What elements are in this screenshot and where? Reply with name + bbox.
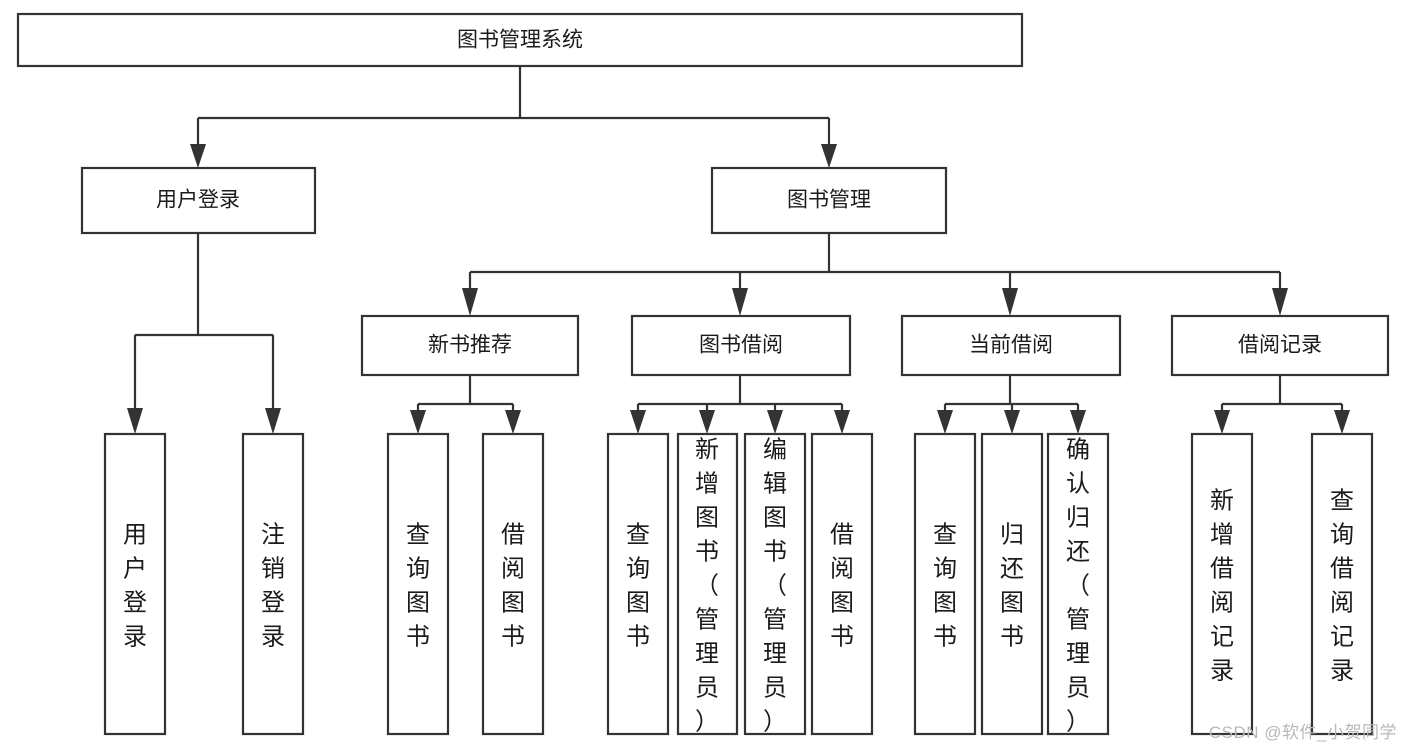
node-leaf-logout-login-box[interactable] (241, 432, 305, 736)
node-leaf-user-login-box[interactable] (103, 432, 167, 736)
arrow-head-leaf-return-book (1004, 410, 1020, 434)
node-user-login[interactable]: 用户登录 (80, 166, 317, 235)
node-book-management-box[interactable] (710, 166, 948, 235)
node-current-borrow-box[interactable] (900, 314, 1122, 377)
node-book-borrow-label: 图书借阅 (699, 334, 783, 357)
node-new-book-recommend-label: 新书推荐 (428, 334, 512, 357)
node-leaf-edit-book-admin[interactable]: 编辑图书（管理员） (743, 432, 807, 736)
node-leaf-return-book[interactable]: 归还图书 (980, 432, 1044, 736)
arrow-head-book-borrow (732, 288, 748, 316)
arrow-head-new-book-recommend (462, 288, 478, 316)
node-leaf-add-book-admin[interactable]: 新增图书（管理员） (676, 432, 739, 736)
node-leaf-query-book-borrow-label: 查询图书 (626, 522, 650, 651)
node-borrow-record[interactable]: 借阅记录 (1170, 314, 1390, 377)
node-leaf-query-book-recommend-label: 查询图书 (406, 522, 430, 651)
node-leaf-borrow-book-recommend-label: 借阅图书 (501, 522, 525, 651)
node-leaf-add-borrow-record-label: 新增借阅记录 (1210, 488, 1234, 685)
node-root-label: 图书管理系统 (457, 29, 583, 52)
node-book-management-label: 图书管理 (787, 189, 871, 212)
arrow-head-leaf-query-book-recommend (410, 410, 426, 434)
arrow-head-leaf-borrow-book-recommend (505, 410, 521, 434)
node-leaf-confirm-return-admin-box[interactable] (1046, 432, 1110, 736)
node-book-borrow[interactable]: 图书借阅 (630, 314, 852, 377)
arrow-head-leaf-borrow-book (834, 410, 850, 434)
node-leaf-query-book-recommend[interactable]: 查询图书 (386, 432, 450, 736)
node-leaf-user-login[interactable]: 用户登录 (103, 432, 167, 736)
node-current-borrow[interactable]: 当前借阅 (900, 314, 1122, 377)
node-new-book-recommend[interactable]: 新书推荐 (360, 314, 580, 377)
arrow-head-leaf-confirm-return-admin (1070, 410, 1086, 434)
connector-layer (127, 66, 1350, 434)
node-leaf-query-book-recommend-box[interactable] (386, 432, 450, 736)
arrow-head-leaf-query-book-current (937, 410, 953, 434)
node-leaf-edit-book-admin-label: 编辑图书（管理员） (763, 437, 787, 736)
arrow-head-leaf-user-login (127, 408, 143, 434)
node-leaf-add-book-admin-label: 新增图书（管理员） (695, 437, 719, 736)
node-leaf-query-book-current[interactable]: 查询图书 (913, 432, 977, 736)
arrow-head-leaf-logout-login (265, 408, 281, 434)
arrow-head-leaf-edit-book-admin (767, 410, 783, 434)
node-leaf-return-book-box[interactable] (980, 432, 1044, 736)
node-leaf-borrow-book[interactable]: 借阅图书 (810, 432, 874, 736)
arrow-head-leaf-query-borrow-record (1334, 410, 1350, 434)
node-leaf-query-borrow-record-box[interactable] (1310, 432, 1374, 736)
node-leaf-add-borrow-record-box[interactable] (1190, 432, 1254, 736)
arrow-head-user-login (190, 144, 206, 168)
node-user-login-box[interactable] (80, 166, 317, 235)
node-leaf-borrow-book-box[interactable] (810, 432, 874, 736)
node-leaf-confirm-return-admin-label: 确认归还（管理员） (1066, 437, 1090, 736)
node-leaf-confirm-return-admin[interactable]: 确认归还（管理员） (1046, 432, 1110, 736)
node-root-box[interactable] (16, 12, 1024, 68)
csdn-watermark: CSDN @软件_小贺同学 (1208, 723, 1397, 742)
arrow-head-leaf-query-book-borrow (630, 410, 646, 434)
node-borrow-record-box[interactable] (1170, 314, 1390, 377)
node-leaf-add-book-admin-box[interactable] (676, 432, 739, 736)
node-new-book-recommend-box[interactable] (360, 314, 580, 377)
node-leaf-query-book-current-label: 查询图书 (933, 522, 957, 651)
node-leaf-query-book-borrow[interactable]: 查询图书 (606, 432, 670, 736)
node-leaf-edit-book-admin-box[interactable] (743, 432, 807, 736)
arrow-head-leaf-add-book-admin (699, 410, 715, 434)
node-book-management[interactable]: 图书管理 (710, 166, 948, 235)
arrow-head-book-management (821, 144, 837, 168)
node-leaf-query-book-borrow-box[interactable] (606, 432, 670, 736)
node-borrow-record-label: 借阅记录 (1238, 334, 1322, 357)
node-current-borrow-label: 当前借阅 (969, 334, 1053, 357)
node-leaf-query-borrow-record-label: 查询借阅记录 (1330, 488, 1354, 685)
node-user-login-label: 用户登录 (156, 189, 240, 212)
node-book-borrow-box[interactable] (630, 314, 852, 377)
arrow-head-borrow-record (1272, 288, 1288, 316)
node-leaf-borrow-book-recommend[interactable]: 借阅图书 (481, 432, 545, 736)
node-leaf-logout-login[interactable]: 注销登录 (241, 432, 305, 736)
node-leaf-query-borrow-record[interactable]: 查询借阅记录 (1310, 432, 1374, 736)
node-leaf-query-book-current-box[interactable] (913, 432, 977, 736)
node-leaf-borrow-book-label: 借阅图书 (830, 522, 854, 651)
node-leaf-return-book-label: 归还图书 (1000, 522, 1024, 651)
node-root[interactable]: 图书管理系统 (16, 12, 1024, 68)
node-leaf-logout-login-label: 注销登录 (261, 522, 285, 651)
arrow-head-leaf-add-borrow-record (1214, 410, 1230, 434)
arrow-head-current-borrow (1002, 288, 1018, 316)
node-leaf-user-login-label: 用户登录 (123, 522, 147, 651)
node-leaf-borrow-book-recommend-box[interactable] (481, 432, 545, 736)
node-leaf-add-borrow-record[interactable]: 新增借阅记录 (1190, 432, 1254, 736)
